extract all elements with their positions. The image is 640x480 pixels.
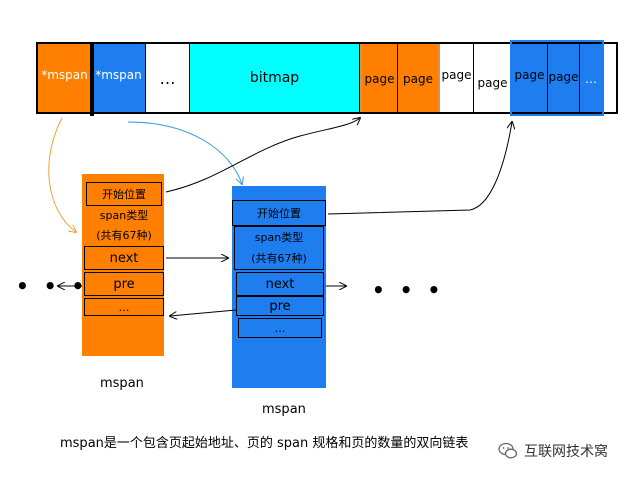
row-cell-ellipsis: … — [146, 44, 190, 112]
orange-next-field: next — [84, 246, 164, 270]
row-cell-label: … — [585, 72, 597, 86]
orange-pre-field: pre — [84, 272, 164, 296]
caption-label: mspan — [262, 402, 306, 417]
orange-mspan-caption: mspan — [100, 376, 160, 391]
row-cell-page-blue-1: page — [512, 44, 548, 112]
row-cell-blue-ellipsis: … — [580, 44, 602, 112]
start-label: 开始位置 — [102, 188, 146, 201]
row-cell-page-blue-2: page — [548, 44, 580, 112]
next-label: next — [109, 250, 139, 266]
row-cell-label: page — [441, 68, 472, 82]
blue-type-outline — [234, 226, 324, 270]
row-separator — [90, 44, 94, 116]
row-cell-mspan-ptr-orange: *mspan — [38, 44, 92, 112]
row-cell-label: *mspan — [95, 68, 142, 82]
row-cell-label: page — [548, 70, 579, 84]
ellipsis-label: … — [118, 300, 130, 314]
blue-start-field: 开始位置 — [232, 200, 326, 226]
description-text: mspan是一个包含页起始地址、页的 span 规格和页的数量的双向链表 — [60, 432, 520, 451]
mspan-blue — [232, 186, 326, 388]
row-cell-page-white-1: page — [440, 44, 474, 112]
blue-type-line1: span类型 — [236, 229, 322, 245]
wechat-icon — [498, 442, 518, 459]
watermark-label: 互联网技术窝 — [524, 444, 608, 460]
blue-pre-field: pre — [236, 296, 324, 316]
arrow-orange-start — [165, 118, 360, 193]
dots-label: • • • — [372, 278, 445, 302]
arrow-orange-ptr — [48, 117, 76, 232]
arrow-blue-start — [327, 122, 512, 215]
row-cell-label: page — [477, 76, 508, 90]
arrow-blue-ptr — [127, 121, 242, 184]
row-cell-label: page — [514, 68, 545, 82]
blue-type-line2: (共有67种) — [236, 250, 322, 266]
ellipsis-label: … — [274, 321, 286, 335]
orange-type-line1: span类型 — [86, 207, 162, 223]
caption-label: mspan — [100, 376, 144, 391]
arrow-blue-pre — [170, 309, 237, 316]
span-type-count-label: (共有67种) — [96, 229, 152, 242]
blue-mspan-caption: mspan — [262, 402, 322, 417]
mspan-orange — [82, 174, 164, 356]
row-cell-label: page — [403, 72, 433, 86]
pre-label: pre — [113, 276, 135, 292]
orange-ellipsis-field: … — [84, 298, 164, 316]
row-cell-label: bitmap — [249, 70, 300, 86]
row-cell-page-orange-2: page — [398, 44, 440, 112]
start-label: 开始位置 — [257, 207, 301, 220]
orange-start-field: 开始位置 — [86, 182, 162, 206]
description-label: mspan是一个包含页起始地址、页的 span 规格和页的数量的双向链表 — [60, 436, 469, 451]
blue-next-field: next — [236, 272, 324, 296]
watermark: 互联网技术窝 — [498, 440, 630, 462]
blue-page-group — [510, 40, 604, 116]
orange-type-line2: (共有67种) — [86, 227, 162, 243]
row-cell-label: … — [159, 68, 176, 88]
span-type-count-label: (共有67种) — [251, 252, 307, 265]
pre-label: pre — [269, 298, 291, 314]
row-cell-bitmap: bitmap — [190, 44, 360, 112]
next-label: next — [265, 276, 295, 292]
row-cell-page-orange-1: page — [360, 44, 398, 112]
row-cell-mspan-ptr-blue: *mspan — [92, 44, 146, 112]
right-ellipsis-dots: • • • — [372, 278, 444, 302]
span-type-label: span类型 — [254, 231, 304, 244]
row-cell-page-white-2: page — [474, 44, 512, 112]
blue-ellipsis-field: … — [238, 318, 322, 338]
row-cell-label: page — [364, 72, 395, 86]
row-cell-label: *mspan — [41, 68, 88, 82]
span-type-label: span类型 — [99, 209, 149, 222]
